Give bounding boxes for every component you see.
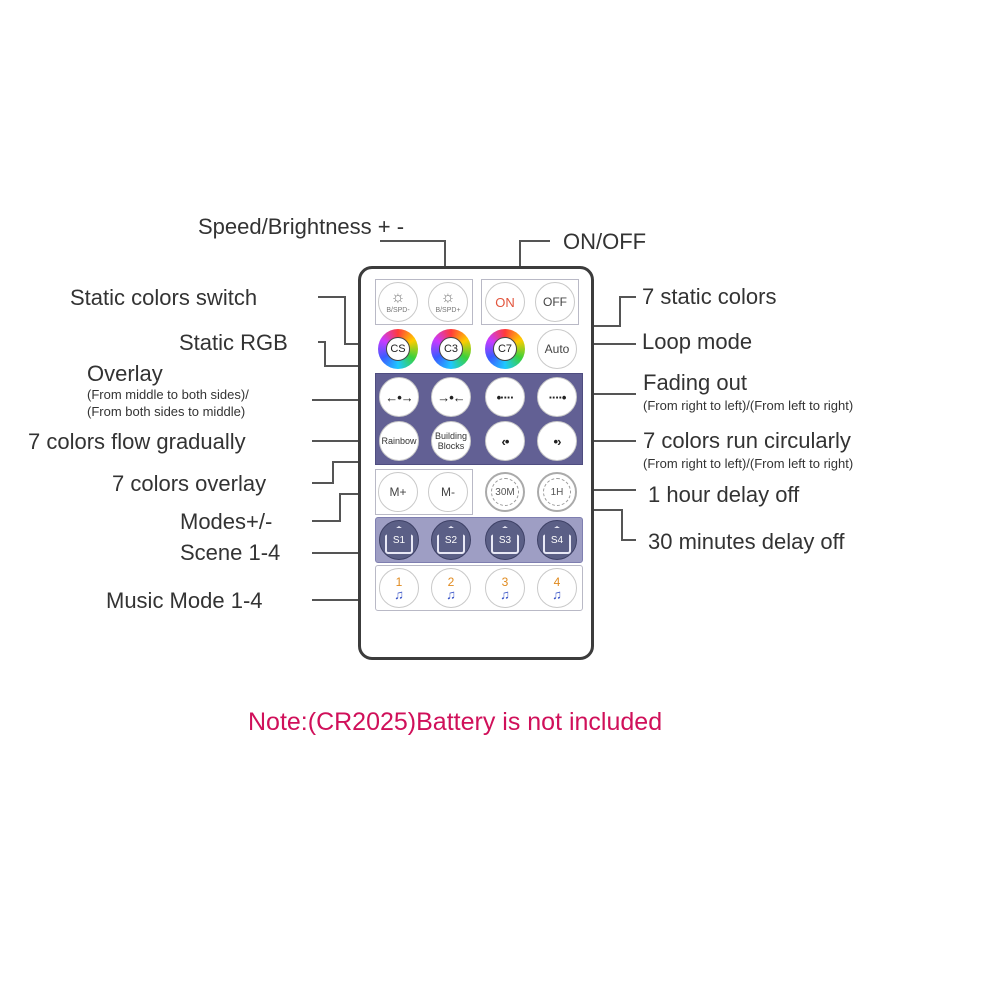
arrows-out-icon: ←•→ [385,389,414,405]
label-overlay: Overlay [87,361,163,386]
label-fading-out-sub: (From right to left)/(From left to right… [643,398,854,413]
brightness-plus-button[interactable]: ☼ B/SPD+ [428,282,468,322]
label-30-minutes-delay: 30 minutes delay off [648,529,845,554]
line-modes [312,493,372,522]
label-7-static-colors: 7 static colors [642,284,777,309]
arrows-in-icon: →•← [437,389,466,405]
label-loop-mode: Loop mode [642,329,753,354]
cs-button[interactable]: CS [378,329,418,369]
timer-30m-button[interactable]: 30M [485,472,525,512]
label-colors-overlay: 7 colors overlay [112,471,267,496]
run-right-button[interactable]: •› [537,421,577,461]
label-fading-out: Fading out [643,370,747,395]
scene-4-button[interactable]: S4 [537,520,577,560]
scene-1-button[interactable]: S1 [379,520,419,560]
label-run-circularly: 7 colors run circularly [643,428,851,453]
label-music-mode: Music Mode 1-4 [106,588,263,613]
overlay-in-button[interactable]: →•← [431,377,471,417]
run-left-button[interactable]: ‹• [485,421,525,461]
c7-button[interactable]: C7 [485,329,525,369]
music-notes-icon: ♫ [552,586,562,602]
music-notes-icon: ♫ [394,586,404,602]
timer-1h-icon: 1H [543,478,571,506]
scene-2-button[interactable]: S2 [431,520,471,560]
run-right-icon: •› [553,433,562,449]
on-button[interactable]: ON [485,282,525,322]
timer-1h-button[interactable]: 1H [537,472,577,512]
music-group [375,565,583,611]
speed-brightness-group [375,279,473,325]
battery-note: Note:(CR2025)Battery is not included [248,708,663,736]
fade-left-icon: •···· [496,389,515,405]
mode-plus-button[interactable]: M+ [378,472,418,512]
rainbow-button[interactable]: Rainbow [379,421,419,461]
music-notes-icon: ♫ [500,586,510,602]
fade-right-icon: ····• [548,389,567,405]
label-flow-gradually: 7 colors flow gradually [28,429,246,454]
on-off-group [481,279,579,325]
label-scene: Scene 1-4 [180,540,281,565]
label-speed-brightness: Speed/Brightness + - [198,214,405,239]
modes-group [375,469,473,515]
auto-button[interactable]: Auto [537,329,577,369]
house-icon: S2 [437,526,465,554]
mode-minus-button[interactable]: M- [428,472,468,512]
label-static-rgb: Static RGB [179,330,288,355]
label-1-hour-delay: 1 hour delay off [648,482,800,507]
run-left-icon: ‹• [501,433,510,449]
label-run-circularly-sub: (From right to left)/(From left to right… [643,456,854,471]
c3-button[interactable]: C3 [431,329,471,369]
off-button[interactable]: OFF [535,282,575,322]
label-on-off: ON/OFF [563,229,647,254]
music-4-button[interactable]: 4♫ [537,568,577,608]
timer-30m-icon: 30M [491,478,519,506]
label-overlay-sub1: (From middle to both sides)/ [87,387,249,402]
music-notes-icon: ♫ [446,586,456,602]
music-2-button[interactable]: 2♫ [431,568,471,608]
fade-right-button[interactable]: ····• [537,377,577,417]
brightness-minus-button[interactable]: ☼ B/SPD- [378,282,418,322]
house-icon: S4 [543,526,571,554]
overlay-out-button[interactable]: ←•→ [379,377,419,417]
house-icon: S1 [385,526,413,554]
building-blocks-button[interactable]: Building Blocks [431,421,471,461]
fade-left-button[interactable]: •···· [485,377,525,417]
label-static-colors-switch: Static colors switch [70,285,258,310]
label-overlay-sub2: (From both sides to middle) [87,404,246,419]
house-icon: S3 [491,526,519,554]
music-3-button[interactable]: 3♫ [485,568,525,608]
label-modes: Modes+/- [180,509,273,534]
sun-icon: ☼ [390,289,406,306]
remote-control: ☼ B/SPD- ☼ B/SPD+ ON OFF CS C3 C7 Auto ←… [358,266,594,660]
scene-3-button[interactable]: S3 [485,520,525,560]
music-1-button[interactable]: 1♫ [379,568,419,608]
sun-icon: ☼ [440,289,456,306]
